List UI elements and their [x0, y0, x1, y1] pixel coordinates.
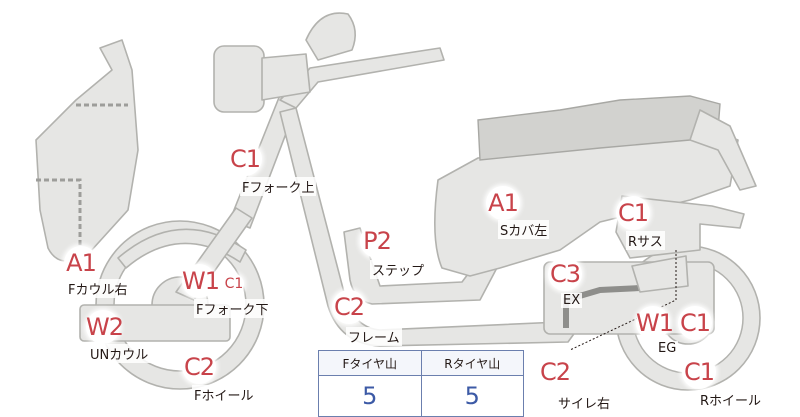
part-label-silencer-right: サイレ右 [556, 393, 613, 412]
headlight [213, 45, 265, 113]
part-label-front-wheel: Fホイール [192, 385, 256, 404]
part-label-rear-suspension: Rサス [626, 231, 665, 250]
part-code-silencer-right: C2 [538, 355, 572, 389]
muffler [631, 255, 689, 293]
exhaust [563, 285, 641, 328]
neck [261, 53, 311, 101]
part-label-fork-upper: Fフォーク上 [240, 177, 317, 196]
mirror [305, 12, 356, 61]
part-label-engine: EG [656, 341, 679, 356]
front-tire-header: Fタイヤ山 [318, 350, 422, 376]
part-code-step: P2 [360, 224, 394, 258]
tire-table-value-row: 5 5 [318, 375, 524, 417]
part-code-exhaust: C3 [548, 257, 582, 291]
part-code-front-cowl-right: A1 [64, 246, 98, 280]
part-label-exhaust: EX [561, 293, 583, 308]
seat [477, 95, 721, 161]
rear-tire-header: Rタイヤ山 [420, 350, 524, 376]
tire-table-header-row: Fタイヤ山 Rタイヤ山 [318, 350, 524, 376]
part-code-frame: C2 [332, 290, 366, 324]
part-code-rear-suspension: C1 [616, 196, 650, 230]
part-code-rear-wheel: C1 [682, 355, 716, 389]
part-label-frame: フレーム [346, 327, 402, 346]
tail [689, 109, 757, 191]
part-code-front-wheel: C2 [182, 350, 216, 384]
part-label-side-cover-left: Sカバ左 [498, 220, 550, 239]
part-code-fork-upper: C1 [228, 142, 262, 176]
part-code-side-cover-left: A1 [486, 186, 520, 220]
rear-tire-value: 5 [420, 375, 524, 417]
part-subcode-fork-lower: C1 [224, 274, 244, 294]
tire-tread-table: Fタイヤ山 Rタイヤ山 5 5 [318, 350, 524, 417]
front-cowl [35, 39, 139, 262]
part-subcode-engine: C1 [678, 306, 712, 340]
part-code-fork-lower: W1 [182, 264, 220, 298]
part-label-step: ステップ [370, 260, 427, 279]
part-code-engine: W1 [636, 306, 674, 340]
part-label-under-cowl: UNカウル [88, 344, 151, 363]
floor-step [343, 227, 501, 305]
part-label-front-cowl-right: Fカウル右 [66, 279, 130, 298]
part-code-under-cowl: W2 [86, 310, 124, 344]
part-label-fork-lower: Fフォーク下 [194, 299, 271, 318]
front-tire-value: 5 [318, 375, 422, 417]
part-label-rear-wheel: Rホイール [698, 390, 764, 409]
